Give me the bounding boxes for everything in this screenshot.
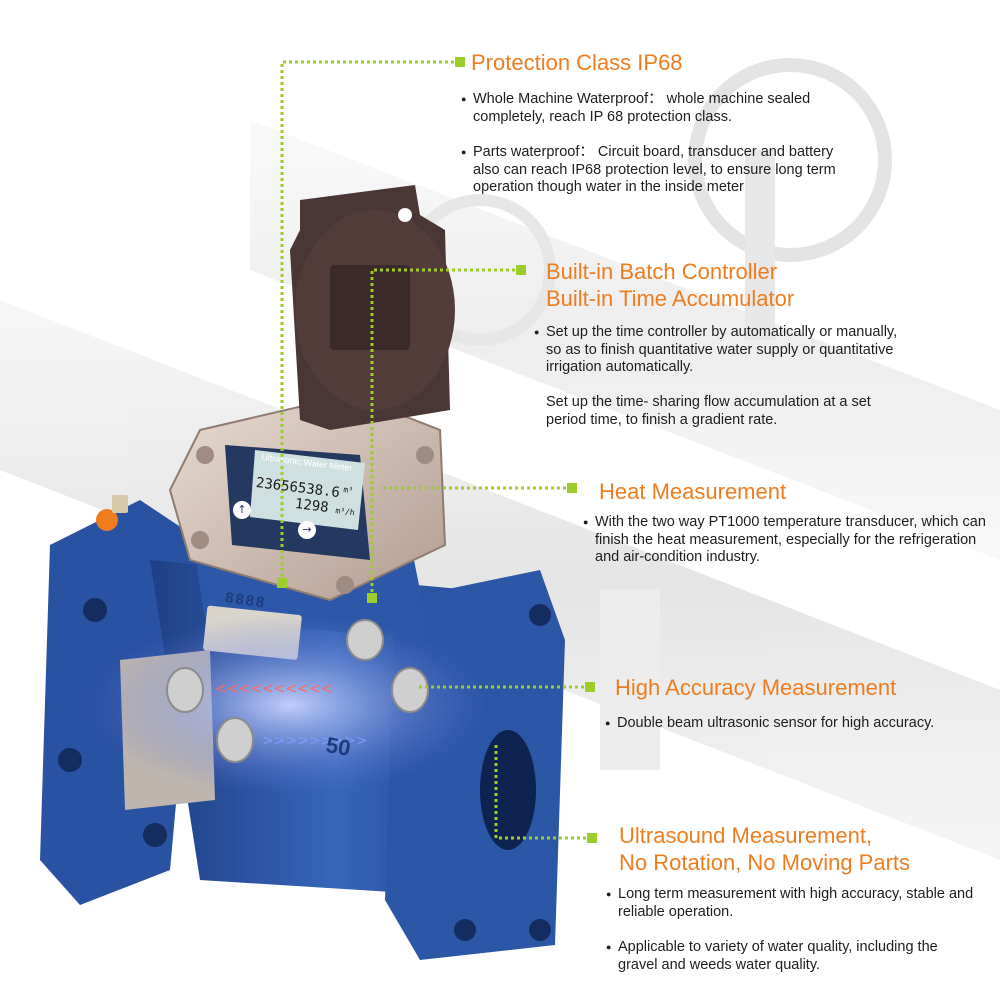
heading-protection-class: Protection Class IP68 [471,50,683,75]
heading-heat-measurement: Heat Measurement [599,479,787,504]
heading-no-moving-parts: No Rotation, No Moving Parts [619,850,911,875]
heading-ultrasound-measurement: Ultrasound Measurement, [619,823,873,848]
bullet-water-quality: Applicable to variety of water quality, … [606,939,978,974]
text-time-sharing: Set up the time- sharing flow accumulati… [546,394,871,428]
leader-lines [280,60,592,840]
bullet-long-term-measurement: Long term measurement with high accuracy… [606,886,978,921]
bullet-parts-waterproof: Parts waterproof： Circuit board, transdu… [461,144,863,197]
bullet-time-controller: Set up the time controller by automatica… [534,324,916,377]
beam-arrows-lower: >>>>>>>>> [262,733,368,749]
lcd-up-button-icon: ↑ [237,503,247,516]
lcd-right-button-icon: → [302,523,312,536]
bullet-heat-measurement: With the two way PT1000 temperature tran… [583,514,1000,567]
bullet-whole-machine-waterproof: Whole Machine Waterproof： whole machine … [461,91,863,126]
size-marking: 50 [324,732,353,761]
lcd-unit-total: m³ [342,485,354,496]
heading-time-accumulator: Built-in Time Accumulator [546,286,795,311]
leader-endpoints [277,57,597,843]
bullet-double-beam: Double beam ultrasonic sensor for high a… [605,715,1000,733]
heading-high-accuracy: High Accuracy Measurement [615,675,897,700]
beam-arrows-upper: <<<<<<<<<< [215,681,332,697]
meter-head [168,185,455,602]
heading-batch-controller: Built-in Batch Controller [546,259,778,284]
